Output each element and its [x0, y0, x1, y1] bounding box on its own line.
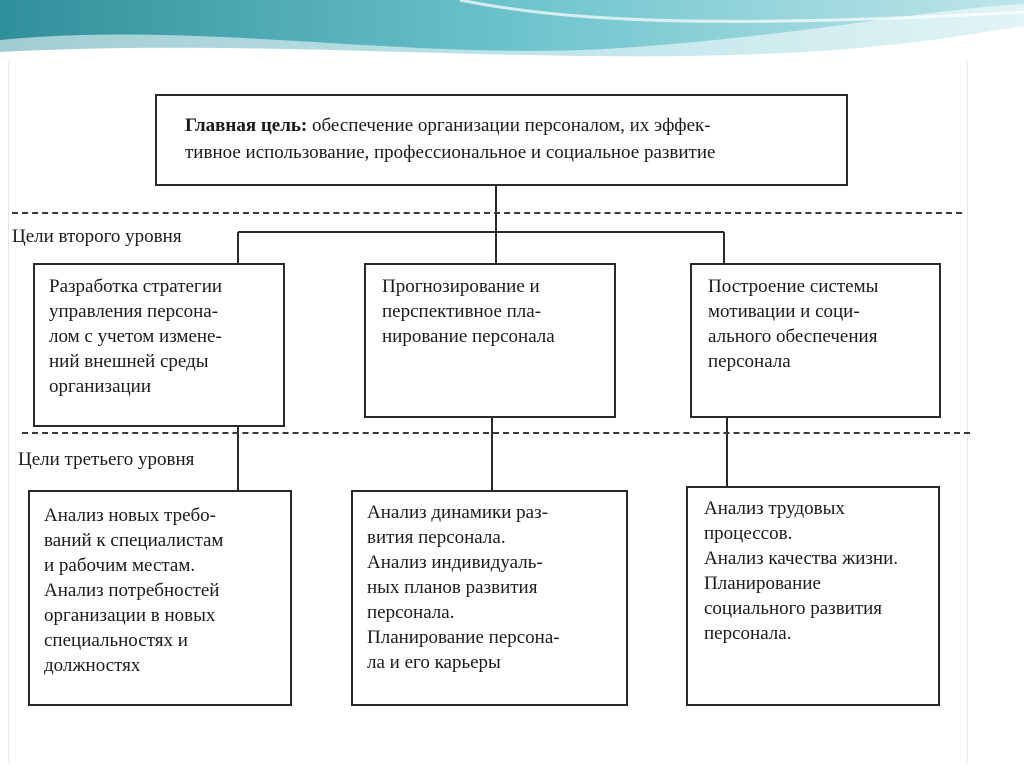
goal-box-strategy: Разработка стратегии управления персона-… [33, 263, 285, 427]
goal-box-labor-analysis: Анализ трудовых процессов. Анализ качест… [686, 486, 940, 706]
goal-box-development-analysis: Анализ динамики раз- вития персонала. Ан… [351, 490, 628, 706]
main-goal-box: Главная цель: обеспечение организации пе… [155, 94, 848, 186]
goal-text: Разработка стратегии управления персона-… [49, 276, 223, 397]
goal-box-motivation: Построение системы мотивации и соци- аль… [690, 263, 941, 418]
level-divider-2 [22, 432, 970, 434]
slide-content-frame [8, 62, 968, 762]
goal-text: Анализ трудовых процессов. Анализ качест… [704, 498, 898, 644]
goal-text: Прогнозирование и перспективное пла- нир… [382, 276, 555, 347]
second-level-label: Цели второго уровня [12, 226, 182, 247]
goal-text: Построение системы мотивации и соци- аль… [708, 276, 879, 372]
goal-text: Анализ новых требо- ваний к специалистам… [44, 505, 224, 676]
header-wave-decoration [0, 0, 1024, 62]
third-level-label: Цели третьего уровня [18, 449, 195, 470]
goal-box-requirements-analysis: Анализ новых требо- ваний к специалистам… [28, 490, 292, 706]
goal-box-forecasting: Прогнозирование и перспективное пла- нир… [364, 263, 616, 418]
main-goal-text: обеспечение организации персоналом, их э… [185, 115, 716, 163]
main-goal-label: Главная цель: [185, 115, 308, 136]
level-divider-1 [12, 212, 962, 214]
goal-text: Анализ динамики раз- вития персонала. Ан… [367, 502, 560, 673]
